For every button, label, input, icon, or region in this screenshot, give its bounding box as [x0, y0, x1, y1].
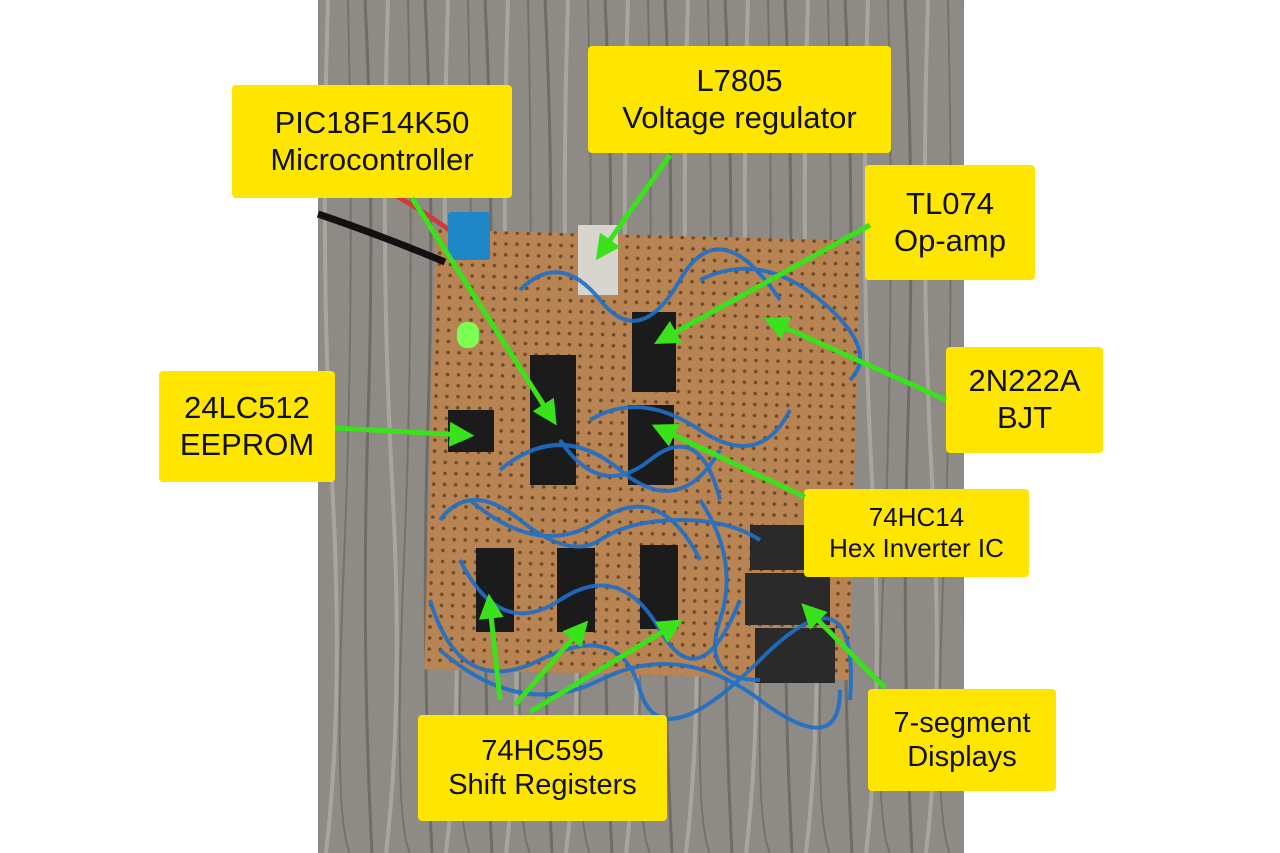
label-l7805-line1: L7805	[696, 62, 783, 98]
label-l7805-line2: Voltage regulator	[622, 99, 857, 135]
label-tl074-line1: TL074	[906, 185, 994, 221]
label-tl074: TL074 Op-amp	[865, 165, 1035, 280]
label-hc595-line1: 74HC595	[481, 734, 604, 767]
seven-segment-2	[745, 573, 830, 625]
microcontroller-chip	[530, 355, 576, 485]
label-pic-line1: PIC18F14K50	[274, 104, 470, 140]
label-bjt-line1: 2N222A	[968, 363, 1081, 399]
label-seg-line1: 7-segment	[893, 706, 1031, 739]
label-tl074-line2: Op-amp	[894, 222, 1006, 258]
label-hc595: 74HC595 Shift Registers	[418, 715, 667, 821]
label-bjt: 2N222A BJT	[946, 347, 1103, 453]
opamp-chip	[632, 312, 676, 392]
label-hc14-line1: 74HC14	[868, 502, 965, 533]
label-pic-line2: Microcontroller	[270, 141, 474, 177]
led-green	[457, 322, 479, 348]
label-seg-line2: Displays	[907, 741, 1017, 773]
label-eeprom-line2: EEPROM	[179, 426, 315, 462]
label-eeprom-line1: 24LC512	[184, 389, 310, 425]
label-hc14: 74HC14 Hex Inverter IC	[804, 489, 1029, 577]
label-hc14-line2: Hex Inverter IC	[829, 533, 1004, 563]
label-seg: 7-segment Displays	[868, 689, 1056, 791]
screw-terminal	[448, 212, 490, 260]
label-hc595-line2: Shift Registers	[448, 769, 637, 801]
eeprom-chip	[448, 410, 494, 452]
label-bjt-line2: BJT	[996, 400, 1053, 435]
inverter-chip	[628, 405, 674, 485]
label-l7805: L7805 Voltage regulator	[588, 46, 891, 153]
label-pic: PIC18F14K50 Microcontroller	[232, 85, 512, 198]
shift-register-3	[640, 545, 678, 629]
label-eeprom: 24LC512 EEPROM	[159, 371, 335, 482]
